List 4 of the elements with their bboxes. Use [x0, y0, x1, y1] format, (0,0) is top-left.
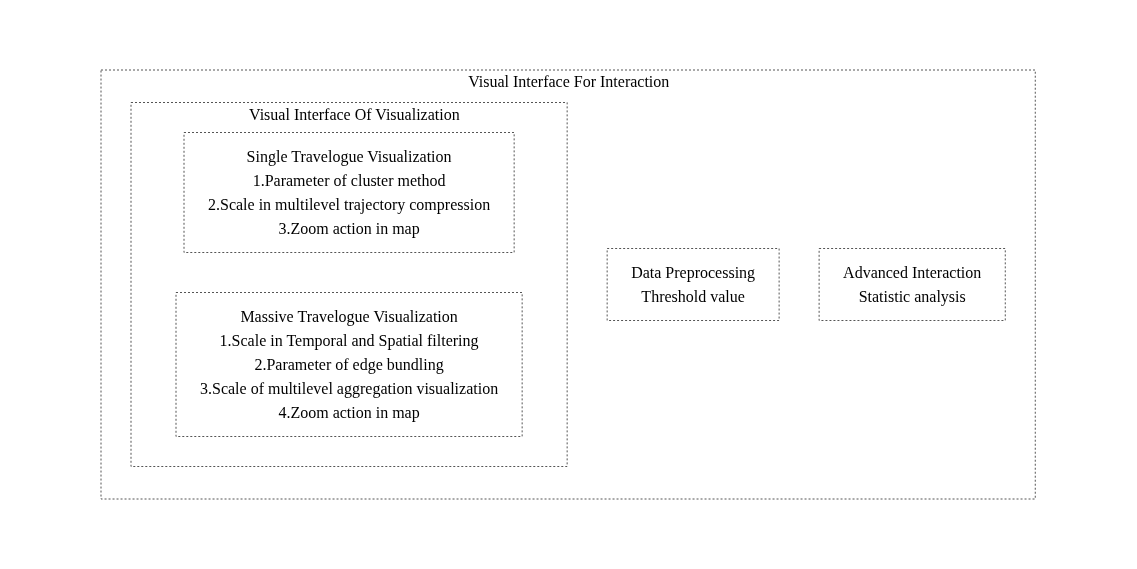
node-box: Massive Travelogue Visualization 1.Scale in Temporal and Spatial filtering 2.Parameter of edge bundling 3.Scale of multilevel aggregation visualization 4.Zoom action in map: [175, 292, 523, 437]
node-box: Advanced Interaction Statistic analysis: [818, 248, 1007, 321]
node-box: Data Preprocessing Threshold value: [607, 248, 780, 321]
node-box: Single Travelogue Visualization 1.Parameter of cluster method 2.Scale in multilevel trajectory compression 3.Zoom action in map: [183, 132, 515, 253]
